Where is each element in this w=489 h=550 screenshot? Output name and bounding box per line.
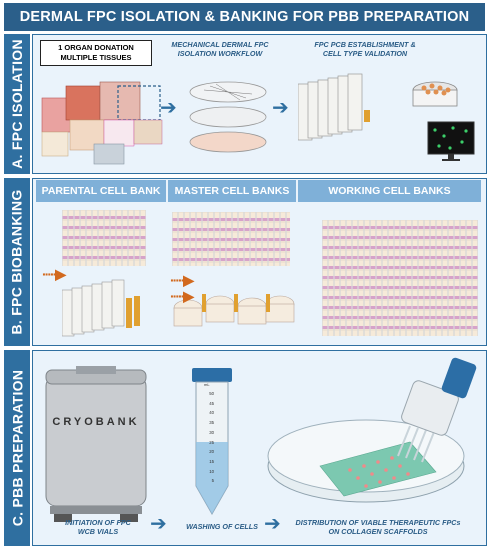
dashed-arrow-icon: ·····▶ — [170, 272, 194, 288]
working-cell-banks-header: WORKING CELL BANKS — [298, 180, 481, 202]
arrow-right-icon: ➔ — [150, 513, 167, 535]
master-vial-rack — [172, 212, 290, 266]
cryobank-tank-illustration — [45, 366, 147, 522]
dashed-arrow-icon: ·····▶ — [170, 288, 194, 304]
parental-flask-stack — [62, 279, 140, 337]
scaffold-dish-illustration — [267, 357, 477, 503]
c-step1-caption: INITIATION OF FPC WCB VIALS — [65, 518, 131, 536]
c-step2-caption: WASHING OF CELLS — [186, 522, 258, 531]
cryobank-label: CRYOBANK — [52, 416, 140, 428]
parental-vial-rack — [62, 210, 146, 266]
organ-donation-box: 1 ORGAN DONATION MULTIPLE TISSUES — [40, 40, 152, 66]
conical-tube-illustration — [192, 368, 232, 516]
petri-dish-stack-illustration — [189, 81, 267, 153]
tissue-blocks-illustration — [41, 81, 163, 165]
step3-caption: FPC PCB ESTABLISHMENT & CELL TYPE VALIDA… — [314, 40, 416, 58]
tube-unit-label: mL — [204, 382, 210, 387]
page-title: DERMAL FPC ISOLATION & BANKING FOR PBB P… — [4, 3, 485, 31]
arrow-right-icon: ➔ — [264, 513, 281, 535]
dashed-arrow-icon: ·····▶ — [42, 266, 66, 282]
flask-stack-illustration — [298, 73, 475, 161]
section-c-label: C. PBB PREPARATION — [4, 350, 30, 546]
working-vial-rack — [322, 220, 478, 336]
c-step3-caption: DISTRIBUTION OF VIABLE THERAPEUTIC FPCs … — [295, 518, 461, 536]
parental-cell-bank-header: PARENTAL CELL BANK — [36, 180, 166, 202]
arrow-right-icon: ➔ — [160, 97, 177, 119]
section-b-label: B. FPC BIOBANKING — [4, 178, 30, 346]
section-a-label: A. FPC ISOLATION — [4, 34, 30, 174]
master-cell-banks-header: MASTER CELL BANKS — [168, 180, 296, 202]
arrow-right-icon: ➔ — [272, 97, 289, 119]
master-rings-illustration — [173, 294, 295, 327]
step2-caption: MECHANICAL DERMAL FPC ISOLATION WORKFLOW — [171, 40, 269, 58]
